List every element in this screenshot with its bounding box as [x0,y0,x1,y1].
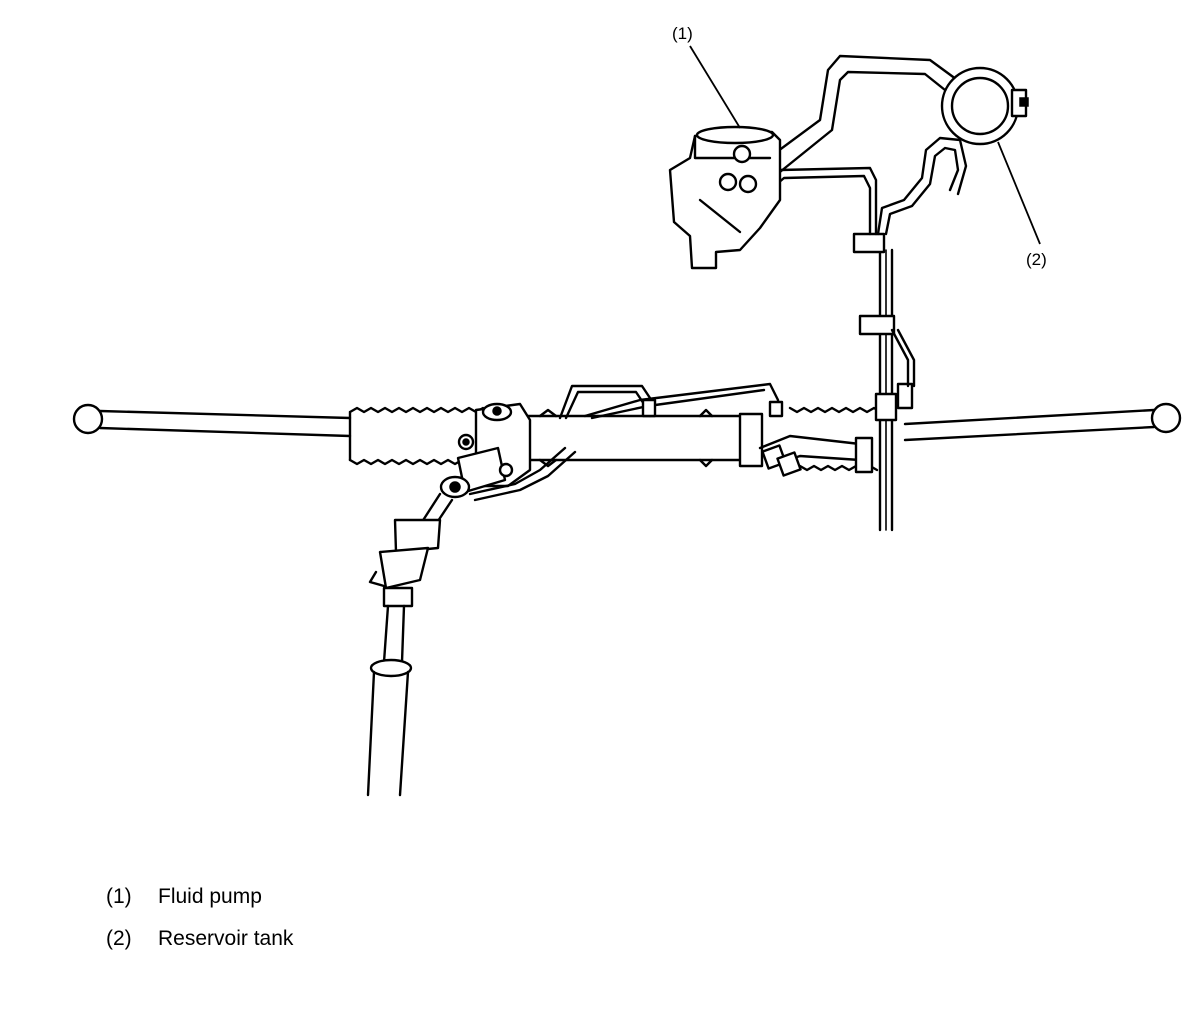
pinion-valve-housing [456,402,532,494]
tank-callout-label: (2) [1026,250,1047,269]
rack-pipes [558,382,784,420]
reservoir-tank [940,66,1029,146]
legend-number: (2) [106,927,132,950]
return-hose [876,136,968,236]
steering-column [366,475,471,797]
legend-item: (1) Fluid pump [106,885,262,909]
right-hose-fittings [758,434,874,477]
power-steering-system-diagram [72,54,1182,797]
pump-callout-label: (1) [672,24,693,43]
legend-label: Reservoir tank [158,927,294,950]
left-tie-rod [72,403,352,438]
steering-rack-housing [509,408,764,468]
legend-number: (1) [106,885,132,908]
legend-label: Fluid pump [158,885,262,908]
right-tie-rod [903,402,1182,442]
legend-item: (2) Reservoir tank [106,927,293,951]
return-pipe [468,446,577,502]
suction-hose [753,54,962,182]
fluid-pump [668,125,782,270]
vertical-hose-bundle [852,232,916,532]
